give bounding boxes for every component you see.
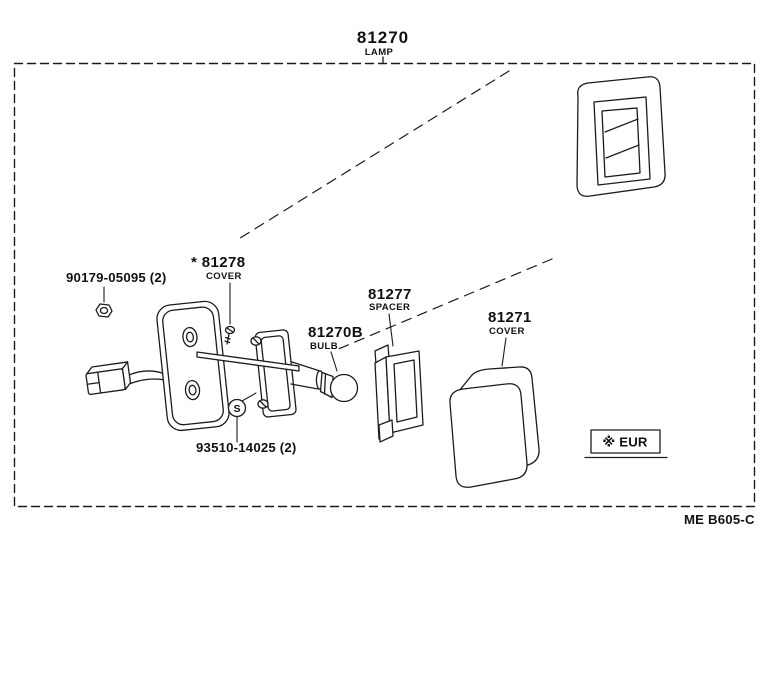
- bulb-leader: [330, 351, 338, 372]
- spacer-label-number: 81277: [368, 286, 412, 303]
- grommet-screw-drawing: [224, 325, 236, 345]
- connector-drawing: [85, 361, 132, 396]
- spacer-leader: [388, 313, 394, 347]
- mount-screw-shaft-drawing: [196, 351, 300, 372]
- bulb-label-name: BULB: [310, 341, 338, 352]
- projection-line-1: [236, 70, 510, 241]
- border-frame: [13, 62, 756, 508]
- projection-line-2: [335, 258, 553, 351]
- spacer-drawing: [374, 344, 424, 443]
- title-number: 81270: [357, 28, 409, 47]
- bracket-screw-top-drawing: [250, 336, 262, 346]
- cover-rear-drawing: [576, 76, 666, 197]
- cover-81278-label-name: COVER: [206, 271, 242, 282]
- cover-81271-leader: [501, 337, 507, 367]
- cover-81271-drawing: [449, 366, 540, 488]
- lens-drawing: [156, 300, 230, 432]
- cover-81278-label-number: * 81278: [191, 254, 246, 271]
- nut-label: 90179-05095 (2): [66, 270, 167, 285]
- spacer-label-name: SPACER: [369, 302, 410, 313]
- socket-bracket-drawing: [254, 329, 297, 418]
- cover-81271-label-name: COVER: [489, 326, 525, 337]
- bulb-label-number: 81270B: [308, 324, 363, 341]
- title-name: LAMP: [365, 47, 394, 58]
- screw-label: 93510-14025 (2): [196, 440, 297, 455]
- screw-symbol-letter: S: [233, 403, 240, 415]
- wire-drawing: [128, 370, 166, 385]
- eur-box: [590, 429, 661, 454]
- screw-symbol-link: [241, 392, 257, 402]
- nut-drawing: [95, 303, 113, 318]
- eur-label: ※ EUR: [602, 435, 648, 450]
- footer-code: ME B605-C: [684, 512, 755, 527]
- bracket-screw-bottom-drawing: [257, 399, 269, 409]
- bulb-drawing: [290, 361, 359, 403]
- cover-81271-label-number: 81271: [488, 309, 532, 326]
- screw-symbol-circle: [227, 398, 247, 418]
